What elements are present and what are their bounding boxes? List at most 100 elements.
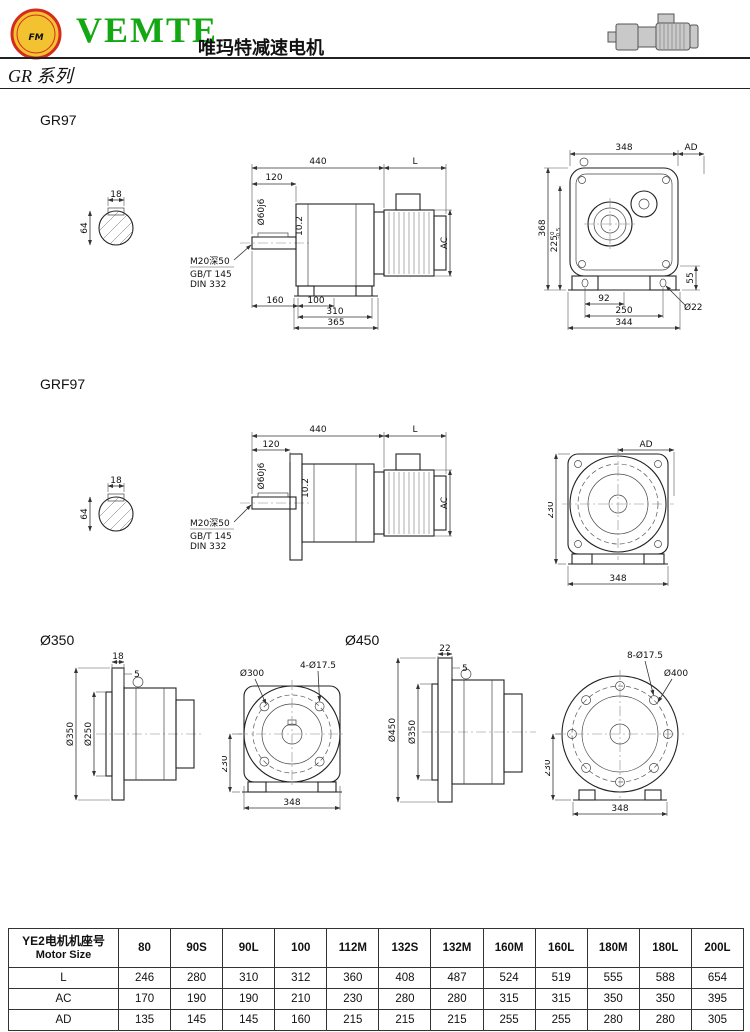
dim-spigot: Ø250 <box>83 722 94 747</box>
dim-value-cell: 215 <box>430 1009 484 1031</box>
dim-value-cell: 315 <box>482 988 536 1010</box>
dim-spigot: Ø350 <box>407 720 418 745</box>
dim-bolt-holes: 8-Ø17.5 <box>627 650 663 661</box>
size-col-header: 132M <box>430 928 484 968</box>
dim-bolt-holes: 4-Ø17.5 <box>300 660 336 671</box>
dim-value-cell: 190 <box>222 988 276 1010</box>
dim-value-cell: 280 <box>378 988 432 1010</box>
dim-92: 92 <box>598 294 609 304</box>
dim-value-cell: 145 <box>222 1009 276 1031</box>
dim-shaft-height: 64 <box>80 222 90 234</box>
logo-text: FM <box>28 33 43 43</box>
dim-365: 365 <box>327 318 344 328</box>
table-row-AC: AC 170 190 190 210 230 280 280 315 315 3… <box>8 988 745 1010</box>
dim-L: L <box>412 157 417 167</box>
dim-value-cell: 519 <box>534 967 588 989</box>
dim-shaft-height: 64 <box>80 508 90 520</box>
dim-value-cell: 408 <box>378 967 432 989</box>
dim-value-cell: 524 <box>482 967 536 989</box>
dim-value-cell: 190 <box>170 988 224 1010</box>
dim-value-cell: 160 <box>274 1009 328 1031</box>
dim-225-tol-low: -0.5 <box>556 227 562 238</box>
motor-size-header-cell: YE2电机机座号 Motor Size <box>8 928 119 968</box>
note-standard: GB/T 145 <box>190 532 232 542</box>
size-col-header: 160L <box>534 928 588 968</box>
dim-value-cell: 310 <box>222 967 276 989</box>
dim-348: 348 <box>615 143 632 153</box>
dim-value-cell: 350 <box>586 988 640 1010</box>
table-row-AD: AD 135 145 145 160 215 215 215 255 255 2… <box>8 1009 745 1031</box>
note-din: DIN 332 <box>190 542 226 552</box>
gr97-side-view: 440 L 120 Ø60j6 10.2 M20深50 GB/T 145 DIN… <box>190 157 452 330</box>
dim-250: 250 <box>615 306 632 316</box>
note-tapped-hole: M20深50 <box>190 518 230 529</box>
gr97-rear-view: 348 AD 368 2250-0.5 55 Ø22 92 250 344 <box>538 143 705 330</box>
dim-5: 5 <box>134 670 140 680</box>
dim-flange-od: Ø350 <box>65 722 76 747</box>
dim-value-cell: 230 <box>326 988 380 1010</box>
dim-value-cell: 312 <box>274 967 328 989</box>
dim-value-cell: 280 <box>638 1009 692 1031</box>
dim-value-cell: 280 <box>170 967 224 989</box>
size-col-header: 112M <box>326 928 380 968</box>
size-col-header: 100 <box>274 928 328 968</box>
dim-440: 440 <box>309 425 326 435</box>
dim-value-cell: 215 <box>378 1009 432 1031</box>
dim-AC: AC <box>440 497 450 509</box>
dim-55: 55 <box>686 272 696 283</box>
size-col-header: 132S <box>378 928 432 968</box>
dim-flange-od: Ø450 <box>387 718 398 743</box>
size-col-header: 180M <box>586 928 640 968</box>
dim-AC: AC <box>440 237 450 249</box>
dim-100: 100 <box>307 296 324 306</box>
f350-side-view: 18 5 Ø350 Ø250 <box>65 652 204 801</box>
dim-bolt-circle: Ø400 <box>664 668 689 679</box>
section-title-f450: Ø450 <box>345 632 380 648</box>
dim-value-cell: 350 <box>638 988 692 1010</box>
note-standard: GB/T 145 <box>190 270 232 280</box>
dim-keyway-width: 18 <box>110 190 122 200</box>
dim-value-cell: 210 <box>274 988 328 1010</box>
dim-348: 348 <box>611 804 628 814</box>
series-divider <box>0 88 750 89</box>
dim-AD: AD <box>684 143 697 153</box>
dim-344: 344 <box>615 318 632 328</box>
dim-bolt-circle: Ø300 <box>240 668 265 679</box>
dim-22: 22 <box>439 644 450 654</box>
dim-160: 160 <box>266 296 283 306</box>
dim-L: L <box>412 425 417 435</box>
dim-value-cell: 145 <box>170 1009 224 1031</box>
grf97-shaft-section: 18 64 <box>80 476 134 532</box>
dim-348: 348 <box>609 574 626 584</box>
dim-AD: AD <box>639 440 652 450</box>
dim-230: 230 <box>545 759 553 776</box>
dim-120: 120 <box>265 173 282 183</box>
dim-value-cell: 170 <box>117 988 172 1010</box>
f450-side-view: 22 5 Ø450 Ø350 <box>387 644 536 803</box>
dim-value-cell: 588 <box>638 967 692 989</box>
dim-368: 368 <box>538 219 548 236</box>
dim-value-cell: 305 <box>690 1009 745 1031</box>
size-col-header: 160M <box>482 928 536 968</box>
dim-value-cell: 315 <box>534 988 588 1010</box>
motor-fins <box>659 24 685 49</box>
table-header-cn: YE2电机机座号 <box>22 933 105 948</box>
dim-120: 120 <box>262 440 279 450</box>
motor-fins <box>388 472 430 534</box>
table-header-row: YE2电机机座号 Motor Size 80 90S 90L 100 112M … <box>8 928 745 968</box>
size-col-header: 200L <box>690 928 745 968</box>
series-title: GR 系列 <box>8 66 73 86</box>
size-col-header: 80 <box>117 928 172 968</box>
dim-shaft-diameter: Ø60j6 <box>256 198 267 225</box>
dim-key-height: 10.2 <box>301 478 311 498</box>
dim-value-cell: 255 <box>482 1009 536 1031</box>
dim-440: 440 <box>309 157 326 167</box>
dim-18: 18 <box>112 652 124 662</box>
dim-value-cell: 255 <box>534 1009 588 1031</box>
section-title-f350: Ø350 <box>40 632 75 648</box>
gr97-shaft-section: 18 64 <box>80 190 134 246</box>
dim-value-cell: 280 <box>586 1009 640 1031</box>
note-din: DIN 332 <box>190 280 226 290</box>
table-row-L: L 246 280 310 312 360 408 487 524 519 55… <box>8 967 745 989</box>
